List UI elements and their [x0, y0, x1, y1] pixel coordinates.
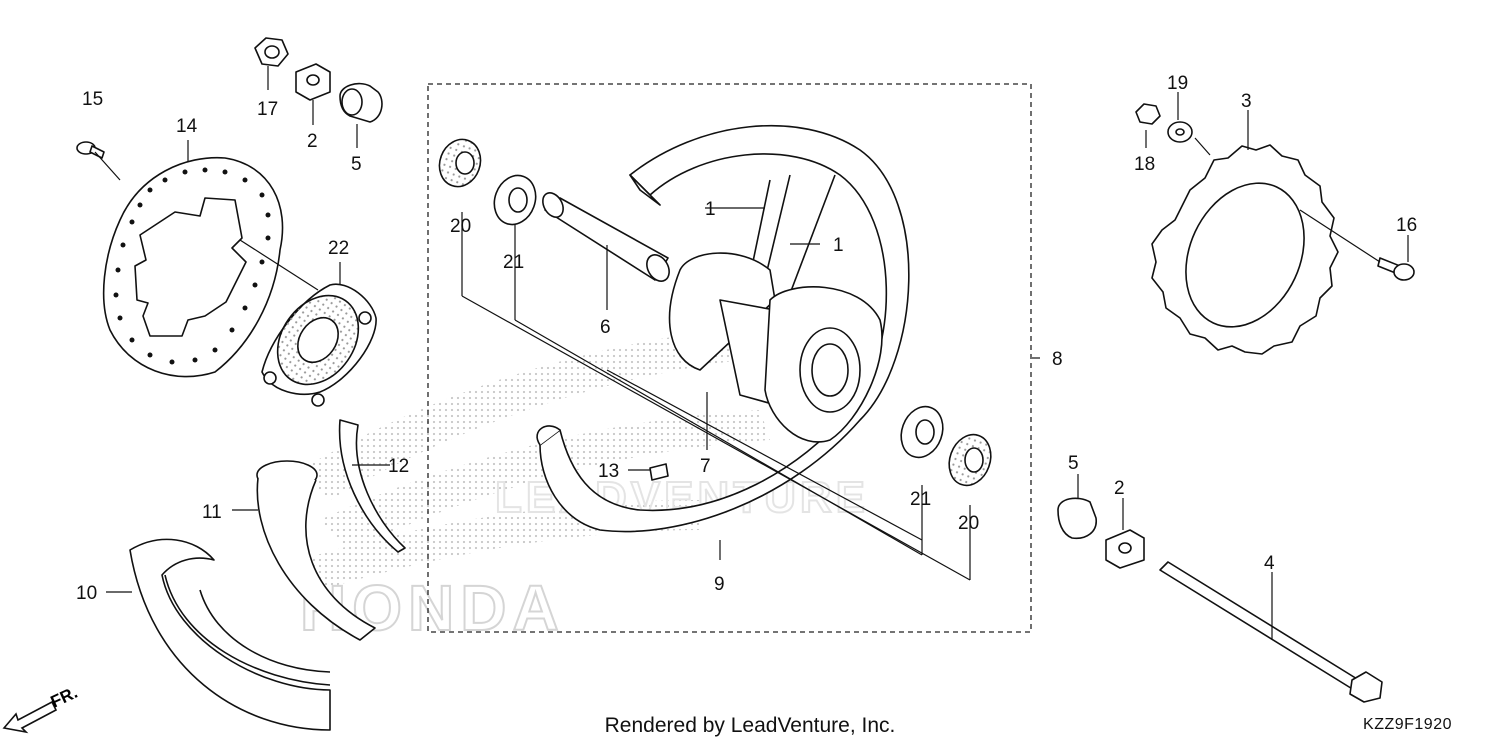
callout-3[interactable]: 3	[1241, 91, 1252, 112]
distance-collar-icon[interactable]	[539, 189, 674, 285]
leader-lines	[94, 66, 1409, 640]
diagram-code: KZZ9F1920	[1363, 716, 1452, 733]
sprocket-nut-icon[interactable]	[1135, 103, 1161, 125]
front-direction-marker: FR.	[2, 684, 81, 734]
brake-disc-icon[interactable]	[102, 156, 284, 378]
footer-credit: Rendered by LeadVenture, Inc.	[604, 714, 896, 737]
front-arrow-icon	[2, 700, 58, 734]
callout-1-b[interactable]: 1	[833, 235, 844, 256]
callout-12[interactable]: 12	[388, 456, 409, 477]
callout-8[interactable]: 8	[1052, 349, 1063, 370]
rim-band-icon[interactable]	[338, 419, 406, 553]
callout-2-right[interactable]: 2	[1114, 478, 1125, 499]
rim-icon[interactable]	[536, 124, 910, 533]
callout-21-left[interactable]: 21	[503, 252, 524, 273]
callout-15[interactable]: 15	[82, 89, 103, 110]
callout-9[interactable]: 9	[714, 574, 725, 595]
callout-21-right[interactable]: 21	[910, 489, 931, 510]
callout-20-left[interactable]: 20	[450, 216, 471, 237]
valve-cap-icon[interactable]	[649, 463, 669, 481]
callout-16[interactable]: 16	[1396, 215, 1417, 236]
callout-14[interactable]: 14	[176, 116, 198, 137]
callout-20-right[interactable]: 20	[958, 513, 979, 534]
adjuster-plate-icon[interactable]	[295, 63, 331, 101]
bearing-retainer-icon[interactable]	[261, 280, 377, 407]
callout-7[interactable]: 7	[700, 456, 711, 477]
callout-4[interactable]: 4	[1264, 553, 1275, 574]
bearing-21-left-icon[interactable]	[488, 170, 543, 231]
callout-6[interactable]: 6	[600, 317, 611, 338]
side-collar-icon[interactable]	[339, 82, 383, 123]
bearing-20-right-icon[interactable]	[942, 429, 997, 492]
sprocket-bolt-icon[interactable]	[1377, 257, 1415, 281]
callout-2-top[interactable]: 2	[307, 131, 318, 152]
axle-icon[interactable]	[1159, 561, 1383, 703]
callout-10[interactable]: 10	[76, 583, 97, 604]
bearing-21-right-icon[interactable]	[894, 401, 949, 464]
callout-17[interactable]: 17	[257, 99, 278, 120]
callout-5-top[interactable]: 5	[351, 154, 362, 175]
callout-18[interactable]: 18	[1134, 154, 1155, 175]
callout-13[interactable]: 13	[598, 461, 619, 482]
callout-labels: 15 14 17 2 5 22 12 11 10 20 21 6 1 1 7 1…	[76, 73, 1417, 604]
inner-tube-icon[interactable]	[256, 460, 376, 641]
callout-22[interactable]: 22	[328, 238, 349, 259]
washer-icon[interactable]	[1167, 121, 1193, 143]
hub-icon[interactable]	[668, 252, 883, 443]
disc-bolt-icon[interactable]	[76, 141, 105, 159]
callout-19[interactable]: 19	[1167, 73, 1188, 94]
wheel-assembly-frame	[427, 83, 1032, 633]
callout-11[interactable]: 11	[202, 502, 222, 523]
side-collar-right-icon[interactable]	[1057, 497, 1097, 540]
adjuster-plate-right-icon[interactable]	[1105, 529, 1145, 569]
tire-icon[interactable]	[129, 538, 331, 731]
bearing-20-left-icon[interactable]	[433, 134, 487, 193]
flange-nut-icon[interactable]	[254, 37, 289, 67]
callout-1-a[interactable]: 1	[705, 199, 716, 220]
callout-5-right[interactable]: 5	[1068, 453, 1079, 474]
sprocket-icon[interactable]	[1151, 144, 1339, 355]
